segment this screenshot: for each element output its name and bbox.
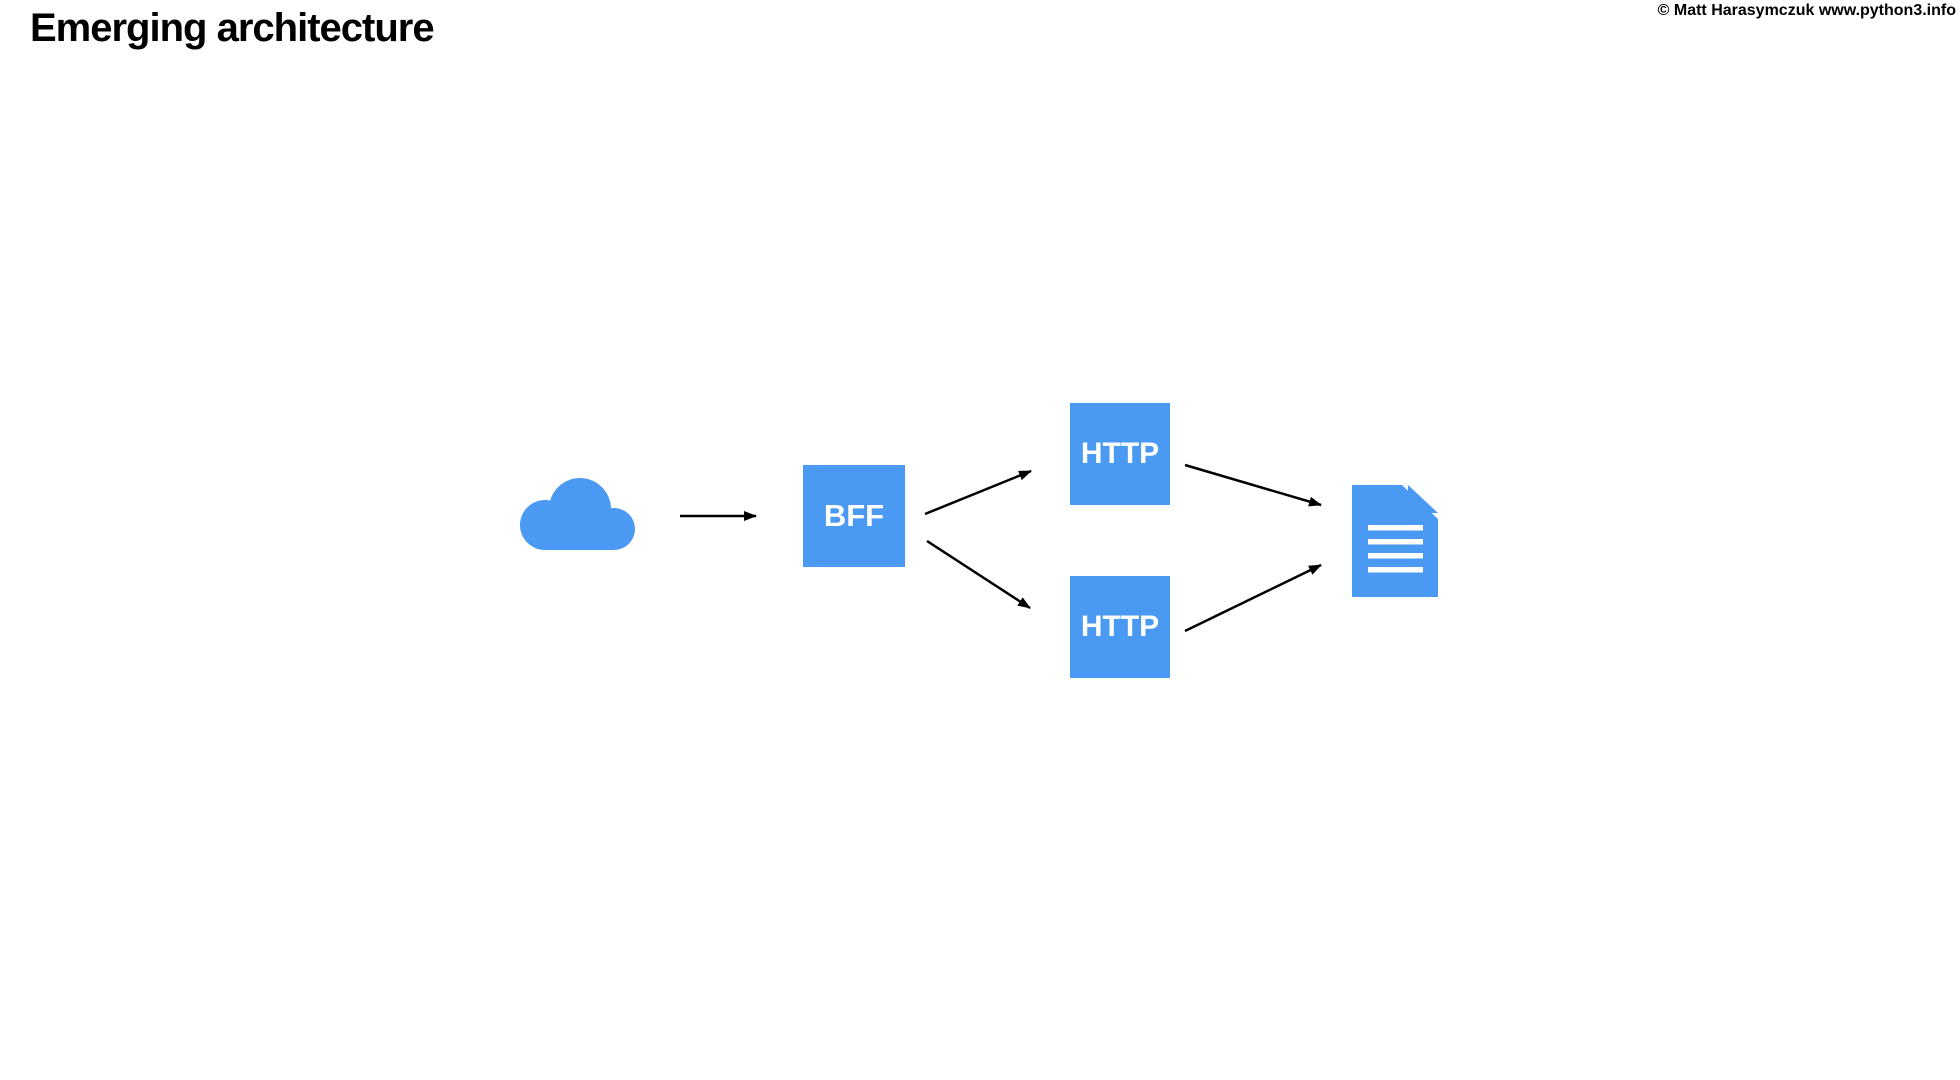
arrow-http-bottom-to-document <box>1184 563 1322 633</box>
arrow-bff-to-http-bottom <box>926 539 1031 610</box>
bff-node-label: BFF <box>823 498 885 533</box>
http-node-bottom: HTTP <box>1070 576 1170 678</box>
copyright-notice: © Matt Harasymczuk www.python3.info <box>1657 2 1956 19</box>
arrow-bff-to-http-top <box>924 469 1032 516</box>
http-node-bottom-label: HTTP <box>1080 610 1160 643</box>
document-icon <box>1352 485 1438 597</box>
http-node-top-label: HTTP <box>1080 437 1160 470</box>
http-node-top: HTTP <box>1070 403 1170 505</box>
arrow-http-top-to-document <box>1184 463 1322 507</box>
bff-node: BFF <box>803 465 905 567</box>
slide-title: Emerging architecture <box>30 6 435 50</box>
cloud-icon <box>520 478 635 550</box>
